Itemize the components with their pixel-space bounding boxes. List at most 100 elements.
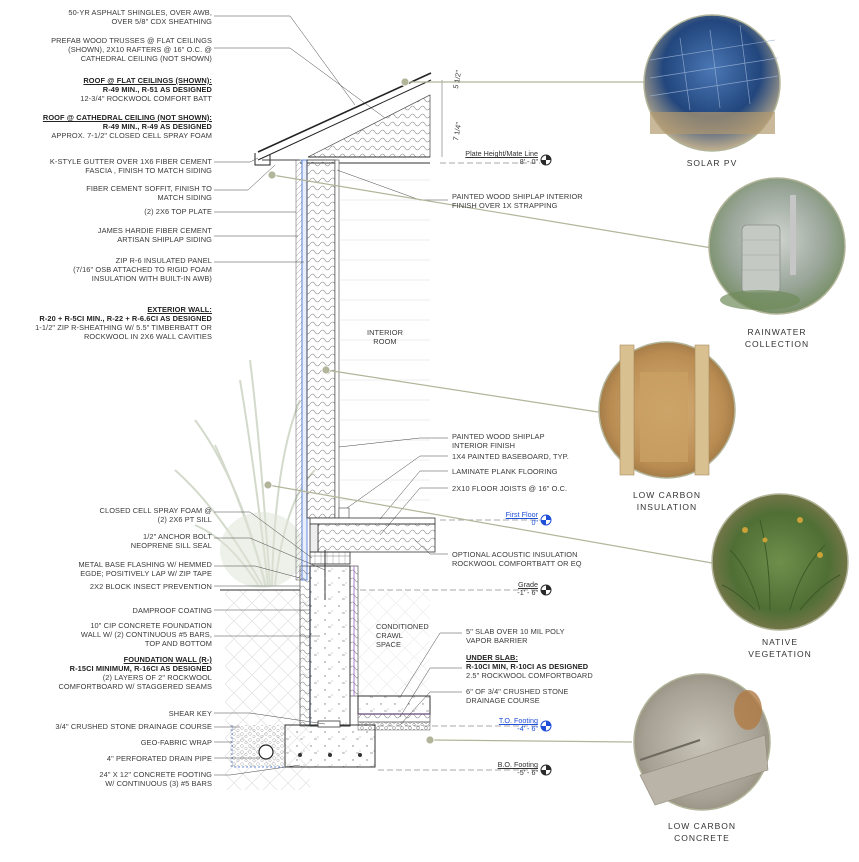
note-shiplap-interior: PAINTED WOOD SHIPLAP INTERIOR FINISH OVE…: [452, 192, 622, 210]
note-line: 3/4" CRUSHED STONE DRAINAGE COURSE: [55, 722, 212, 731]
caption-line: LOW CARBON: [632, 490, 702, 500]
note-line: DRAINAGE COURSE: [466, 696, 540, 705]
note-rvalue: R-10ci MIN, R-10ci AS DESIGNED: [466, 662, 589, 671]
roof-insulation: [307, 94, 431, 158]
note-line: 2X2 BLOCK INSECT PREVENTION: [89, 582, 212, 591]
note-siding: JAMES HARDIE FIBER CEMENT ARTISAN SHIPLA…: [40, 226, 212, 244]
footing-rebar: [298, 753, 362, 757]
note-line: WALL W/ (2) CONTINUOUS #5 BARS,: [80, 630, 212, 639]
under-slab-insulation: [357, 713, 431, 723]
note-line: CRAWL: [376, 631, 403, 640]
low-carbon-insulation-photo: [598, 341, 736, 479]
note-gutter: K-STYLE GUTTER OVER 1X6 FIBER CEMENT FAS…: [20, 157, 212, 175]
caption-native-vegetation: NATIVE VEGETATION: [730, 636, 830, 660]
caption-line: SOLAR PV: [686, 158, 738, 168]
note-line: NEOPRENE SILL SEAL: [130, 541, 212, 550]
flooring: [309, 517, 436, 525]
note-heading: UNDER SLAB:: [466, 653, 519, 662]
note-line: METAL BASE FLASHING W/ HEMMED: [78, 560, 212, 569]
elevation-lines: [360, 162, 540, 771]
rainwater-collection-photo: [708, 177, 846, 315]
label-interior-room: INTERIOR ROOM: [360, 328, 410, 346]
note-line: SPACE: [376, 640, 402, 649]
caption-line: CONCRETE: [674, 833, 730, 843]
note-foundation-wall: FOUNDATION WALL (R-) R-15ci MINIMUM, R-1…: [30, 655, 212, 691]
note-heading: ROOF @ FLAT CEILINGS (SHOWN):: [83, 76, 212, 85]
geo-fabric-wrap: [231, 725, 285, 768]
caption-line: INSULATION: [636, 502, 698, 512]
caption-low-carbon-concrete: LOW CARBON CONCRETE: [652, 820, 752, 844]
rim-joist: [309, 523, 319, 553]
note-line: 6" OF 3/4" CRUSHED STONE: [466, 687, 569, 696]
note-top-plate: (2) 2X6 TOP PLATE: [40, 207, 212, 216]
foundation-wall: [309, 565, 351, 727]
note-line: 1-1/2" ZIP R-SHEATHING W/ 5.5" TIMBERBAT…: [35, 323, 212, 332]
caption-line: NATIVE: [761, 637, 799, 647]
note-acoustic-insulation: OPTIONAL ACOUSTIC INSULATION ROCKWOOL CO…: [452, 550, 612, 568]
note-anchor-bolt: 1/2" ANCHOR BOLT NEOPRENE SILL SEAL: [40, 532, 212, 550]
elevation-name: T.O. Footing: [498, 716, 538, 725]
note-drain-pipe: 4" PERFORATED DRAIN PIPE: [40, 754, 212, 763]
elevation-marker-to-footing: [540, 720, 552, 732]
note-line: PAINTED WOOD SHIPLAP INTERIOR: [452, 192, 583, 201]
note-shiplap-finish: PAINTED WOOD SHIPLAP INTERIOR FINISH: [452, 432, 602, 450]
note-heading: EXTERIOR WALL:: [147, 305, 212, 314]
note-slab: 5" SLAB OVER 10 MIL POLY VAPOR BARRIER: [466, 627, 616, 645]
note-line: FIBER CEMENT SOFFIT, FINISH TO: [86, 184, 212, 193]
note-floor-joists: 2X10 FLOOR JOISTS @ 16" O.C.: [452, 484, 602, 493]
note-roof-cathedral: ROOF @ CATHEDRAL CEILING (NOT SHOWN): R-…: [20, 113, 212, 140]
note-line: CONDITIONED: [376, 622, 429, 631]
note-flooring: LAMINATE PLANK FLOORING: [452, 467, 602, 476]
elevation-bo-footing: B.O. Footing -5' - 6": [440, 761, 538, 777]
note-line: JAMES HARDIE FIBER CEMENT: [97, 226, 212, 235]
note-line: MATCH SIDING: [157, 193, 212, 202]
note-line: 12-3/4" ROCKWOOL COMFORT BATT: [80, 94, 212, 103]
elevation-marker-grade: [540, 584, 552, 596]
caption-line: COLLECTION: [744, 339, 810, 349]
gutter: [254, 153, 271, 166]
caption-rainwater-collection: RAINWATER COLLECTION: [727, 326, 827, 350]
elevation-value: 8' - 0": [519, 157, 538, 166]
low-carbon-concrete-photo: [633, 673, 771, 811]
note-line: SHEAR KEY: [168, 709, 212, 718]
note-spray-foam: CLOSED CELL SPRAY FOAM @ (2) 2X6 PT SILL: [40, 506, 212, 524]
zip-sheathing: [301, 159, 308, 581]
elevation-name: First Floor: [505, 510, 538, 519]
elevation-name: Grade: [518, 580, 538, 589]
note-line: 10" CIP CONCRETE FOUNDATION: [90, 621, 212, 630]
solar-pv-photo: [643, 14, 781, 152]
elevation-name: Plate Height/Mate Line: [465, 149, 538, 158]
elevation-marker-bo-footing: [540, 764, 552, 776]
note-line: INTERIOR FINISH: [452, 441, 516, 450]
left-leader-lines: [214, 15, 386, 776]
note-flashing: METAL BASE FLASHING W/ HEMMED EGDE; POSI…: [30, 560, 212, 578]
note-crushed-stone: 6" OF 3/4" CRUSHED STONE DRAINAGE COURSE: [466, 687, 616, 705]
note-heading: ROOF @ CATHEDRAL CEILING (NOT SHOWN):: [42, 113, 212, 122]
note-line: PREFAB WOOD TRUSSES @ FLAT CEILINGS: [51, 36, 212, 45]
caption-low-carbon-insulation: LOW CARBON INSULATION: [617, 489, 717, 513]
elevation-name: B.O. Footing: [497, 760, 538, 769]
elevation-first-floor: First Floor 0": [440, 511, 538, 527]
note-line: (2) 2X6 PT SILL: [157, 515, 212, 524]
roof-sheathing-line: [257, 79, 432, 161]
note-line: 5" SLAB OVER 10 MIL POLY: [466, 627, 565, 636]
note-rvalue: R-15ci MINIMUM, R-16ci AS DESIGNED: [69, 664, 212, 673]
note-baseboard: 1X4 PAINTED BASEBOARD, TYP.: [452, 452, 602, 461]
soil-hatch-right: [355, 590, 430, 695]
note-line: (2) 2X6 TOP PLATE: [144, 207, 212, 216]
note-line: (2) LAYERS OF 2" ROCKWOOL: [102, 673, 212, 682]
note-line: OVER 5/8" CDX SHEATHING: [111, 17, 212, 26]
note-shingles: 50-YR ASPHALT SHINGLES, OVER AWB, OVER 5…: [40, 8, 212, 26]
feature-leader-dots: [263, 77, 435, 745]
note-line: VAPOR BARRIER: [466, 636, 528, 645]
note-line: COMFORTBOARD W/ STAGGERED SEAMS: [58, 682, 212, 691]
sill-plate: [309, 551, 351, 565]
interior-strapping: [334, 159, 340, 519]
note-line: APPROX. 7-1/2" CLOSED CELL SPRAY FOAM: [51, 131, 212, 140]
feature-leaders: [267, 81, 713, 743]
grass-foliage: [220, 512, 304, 588]
note-under-slab: UNDER SLAB: R-10ci MIN, R-10ci AS DESIGN…: [466, 653, 626, 680]
note-line: (7/16" OSB ATTACHED TO RIGID FOAM: [73, 265, 212, 274]
elevation-marker-first-floor: [540, 514, 552, 526]
